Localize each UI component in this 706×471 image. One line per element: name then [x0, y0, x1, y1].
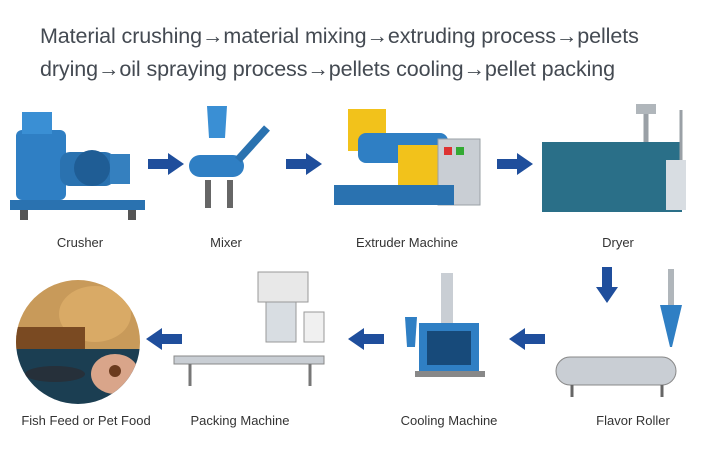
flavor-roller-label: Flavor Roller — [596, 413, 670, 428]
crusher-label: Crusher — [56, 235, 104, 250]
arrow-left-icon — [348, 328, 384, 350]
arrow-down-icon — [596, 267, 618, 303]
final-product-label: Fish Feed or Pet Food — [21, 413, 151, 428]
arrow-right-icon — [148, 153, 184, 175]
arrow-left-icon — [509, 328, 545, 350]
cooling-machine-label: Cooling Machine — [400, 413, 498, 428]
flavor-roller-illustration — [555, 269, 682, 397]
extruder-illustration — [334, 109, 481, 206]
dryer-label: Dryer — [602, 235, 634, 250]
extruder-label: Extruder Machine — [356, 235, 458, 250]
arrow-right-icon — [497, 153, 533, 175]
mixer-label: Mixer — [210, 235, 242, 250]
packing-machine-illustration — [173, 271, 325, 386]
process-title-line-1: Material crushing→material mixing→extrud… — [40, 24, 639, 48]
final-product-photo — [16, 280, 140, 404]
crusher-illustration — [10, 112, 145, 220]
arrow-right-icon — [286, 153, 322, 175]
cooling-machine-illustration — [405, 273, 485, 377]
packing-machine-label: Packing Machine — [190, 413, 290, 428]
mixer-illustration — [189, 106, 270, 208]
process-title-line-2: drying→oil spraying process→pellets cool… — [40, 57, 615, 81]
arrow-left-icon — [146, 328, 182, 350]
dryer-illustration — [542, 104, 686, 212]
